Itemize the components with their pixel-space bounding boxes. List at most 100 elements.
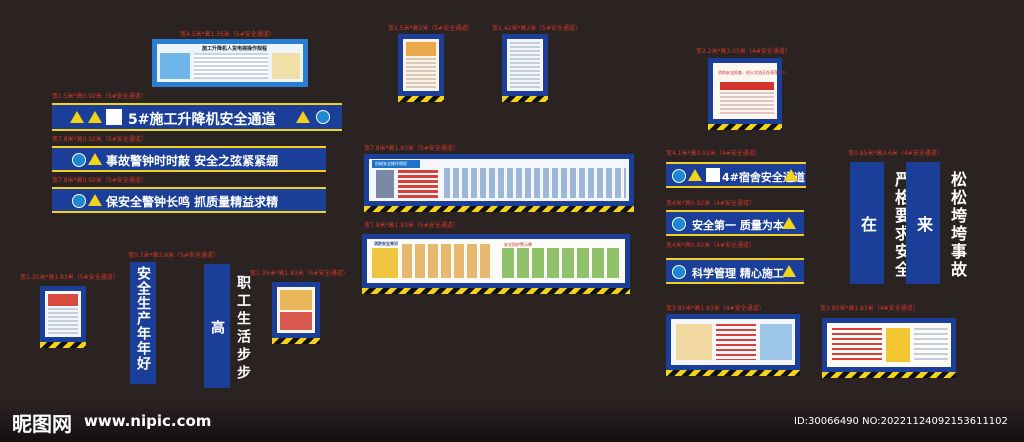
dimension-label: 宽4.5米*高1.35米（5#安全通道）	[180, 31, 275, 38]
safety-icon	[672, 169, 686, 183]
banner-slogan: 保安全警钟长鸣 抓质量精益求精	[52, 187, 326, 213]
small-poster-board	[502, 34, 548, 96]
hazard-stripe	[272, 338, 320, 344]
warning-icon	[70, 111, 84, 123]
illustration	[280, 290, 312, 310]
banner-text: 5#施工升降机安全通道	[128, 112, 276, 128]
party-safety-board	[822, 318, 956, 372]
banner-slogan: 科学管理 精心施工	[666, 258, 804, 284]
list-block	[398, 170, 438, 198]
banner-slogan: 安全第一 质量为本	[666, 210, 804, 236]
hazard-stripe	[398, 96, 444, 102]
illustration	[760, 324, 792, 360]
dimension-label: 宽1.5米*高2米（5#安全通道）	[388, 25, 474, 32]
dimension-label: 宽1.42米*高2米（5#安全通道）	[492, 25, 582, 32]
warning-icon	[88, 111, 102, 123]
header-bar	[48, 294, 78, 306]
helmet-illustration	[886, 328, 910, 362]
blank-sign	[106, 109, 122, 125]
board-subtitle: 安全防护警示牌	[504, 242, 532, 247]
illustration	[406, 42, 436, 56]
header-bar	[720, 82, 774, 90]
watermark-id: ID:30066490 NO:20221124092153611102	[794, 416, 1008, 427]
hazard-stripe	[362, 288, 630, 294]
text-block	[716, 324, 756, 360]
dimension-label: 宽7.8米*高0.92米（5#安全通道）	[52, 177, 147, 184]
small-poster-board	[40, 286, 86, 342]
safety-icon	[672, 217, 686, 231]
dimension-label: 宽1.5米*高0.92米（5#安全通道）	[52, 93, 147, 100]
elevator-rules-board: 施工升降机人货电梯操作规程	[152, 39, 308, 87]
warning-icon	[782, 265, 796, 277]
warning-icon	[88, 153, 102, 165]
small-poster-board	[272, 282, 320, 338]
dimension-label: 宽1.35米*高1.83米（5#安全通道）	[20, 274, 119, 281]
blank-sign	[706, 168, 720, 182]
text-block	[48, 308, 78, 334]
watermark-logo: 昵图网	[12, 412, 72, 436]
dimension-label: 宽4.1米*高0.92米（4#安全通道）	[666, 150, 761, 157]
header-bar	[372, 160, 420, 168]
board-title: 消防安全常识	[374, 241, 398, 246]
board-title: 消防安全检查，把火灾消灭在萌芽之中	[718, 70, 786, 75]
vertical-banner-worker-life: 职工生活步步高	[204, 264, 251, 388]
vertical-text: 安全生产年年好	[135, 266, 151, 371]
watermark-bar	[0, 404, 1024, 442]
text-block	[194, 53, 268, 79]
hazard-stripe	[502, 96, 548, 102]
vertical-banner-loose: 松松垮垮事故来	[906, 162, 967, 284]
safety-icon	[72, 194, 86, 208]
hazard-stripe	[40, 342, 86, 348]
hazard-stripe	[708, 124, 782, 130]
illustration	[280, 312, 312, 330]
banner-4-dorm-channel: 4#宿舍安全通道	[666, 162, 806, 188]
warning-icon	[782, 217, 796, 229]
warning-icon	[688, 169, 702, 181]
dimension-label: 宽7.8米*高0.92米（5#安全通道）	[52, 136, 147, 143]
illustration	[676, 324, 712, 360]
banner-text: 保安全警钟长鸣 抓质量精益求精	[106, 195, 279, 209]
safety-icon	[316, 110, 330, 124]
management-board	[666, 314, 800, 370]
dimension-label: 宽1.35米*高1.83米（5#安全通道）	[250, 270, 349, 277]
dimension-label: 宽0.85米*高3.6米（4#安全通道）	[848, 150, 943, 157]
worker-illustration	[376, 170, 394, 198]
machine-grid	[444, 168, 626, 198]
warning-icon	[88, 194, 102, 206]
machinery-rules-board: 机械安全操作规程	[364, 154, 634, 206]
text-block	[914, 328, 948, 362]
board-title: 机械安全操作规程	[375, 161, 407, 166]
hazard-stripe	[822, 372, 956, 378]
fire-safety-board: 消防安全检查，把火灾消灭在萌芽之中	[708, 58, 786, 124]
banner-text: 安全第一 质量为本	[692, 219, 784, 232]
vertical-text: 松松垮垮事故来	[914, 171, 967, 279]
warning-icon	[784, 169, 798, 181]
fire-prevention-board: 消防安全常识 安全防护警示牌	[362, 234, 630, 288]
dimension-label: 宽3.85米*高1.83米（4#安全通道）	[666, 305, 765, 312]
illustration	[372, 248, 398, 278]
vertical-banner-safety-year: 安全生产年年好	[130, 262, 156, 384]
safety-icon	[672, 265, 686, 279]
content-block	[502, 248, 620, 278]
banner-text: 事故警钟时时敲 安全之弦紧紧绷	[106, 154, 279, 168]
banner-5-elevator-channel: 5#施工升降机安全通道	[52, 103, 342, 131]
vertical-text: 职工生活步步高	[209, 275, 251, 383]
board-title: 施工升降机人货电梯操作规程	[202, 46, 268, 52]
hazard-stripe	[364, 206, 634, 212]
banner-slogan: 事故警钟时时敲 安全之弦紧紧绷	[52, 146, 326, 172]
text-block	[510, 42, 540, 88]
banner-text: 科学管理 精心施工	[692, 267, 784, 280]
illustration	[272, 53, 300, 79]
safety-icon	[72, 153, 86, 167]
dimension-label: 宽3.85米*高1.83米（4#安全通道）	[820, 305, 919, 312]
dimension-label: 宽4米*高0.92米（4#安全通道）	[666, 200, 756, 207]
watermark-url: www.nipic.com	[84, 412, 212, 430]
text-block	[406, 58, 436, 88]
dimension-label: 宽7.8米*高1.83米（5#安全通道）	[364, 222, 459, 229]
small-poster-board	[398, 34, 444, 96]
hazard-stripe	[666, 370, 800, 376]
warning-icon	[296, 111, 310, 123]
dimension-label: 宽7.8米*高1.83米（5#安全通道）	[364, 145, 459, 152]
text-block	[720, 92, 774, 114]
dimension-label: 宽2.2米*高3.05米（4#安全通道）	[696, 48, 791, 55]
